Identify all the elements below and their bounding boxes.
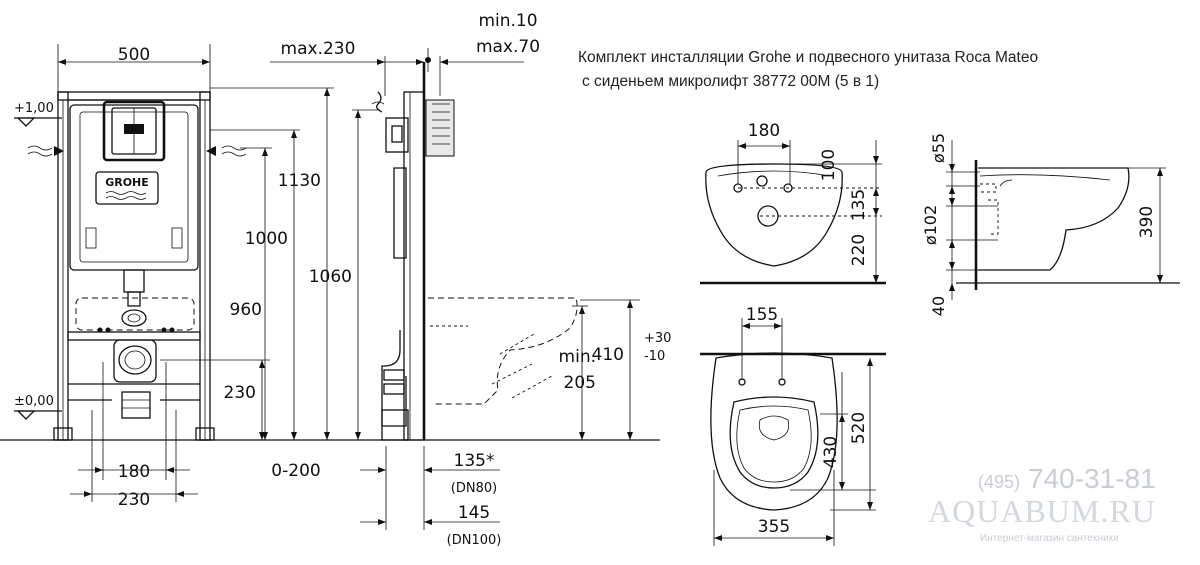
dim-410-tol-plus: +30	[644, 331, 671, 346]
grohe-logo-text: GROHE	[105, 176, 149, 189]
watermark-phone-code: (495)	[978, 472, 1020, 492]
side-drain-elbow	[381, 330, 407, 427]
dim-dn100: (DN100)	[447, 533, 502, 548]
dim-230-bottom: 230	[118, 490, 150, 510]
dim-135: 135*	[454, 451, 495, 471]
dim-180: 180	[118, 462, 150, 482]
flush-pipe	[123, 269, 145, 293]
dim-min-205: 205	[564, 373, 596, 393]
dim-0-200: 0-200	[271, 461, 320, 481]
level-marker-zero-icon	[16, 410, 36, 420]
dim-960: 960	[230, 300, 262, 320]
dim-top-155: 155	[746, 305, 778, 325]
bowl-top-opening	[729, 396, 819, 489]
side-frame	[403, 91, 425, 441]
mounting-bar	[67, 331, 201, 341]
installation-side-view: 1060 max.230 min.10 max.70 410 +30 -10 m…	[270, 11, 671, 548]
bowl-side-outline	[978, 167, 1130, 271]
dim-side-d102: ø102	[921, 205, 940, 245]
watermark-tagline: Интернет-магазин сантехники	[980, 533, 1119, 544]
caption-line-1: Комплект инсталляции Grohe и подвесного …	[578, 49, 1038, 66]
dim-side-d55: ø55	[929, 133, 948, 163]
caption-line-2: с сиденьем микролифт 38772 00M (5 в 1)	[582, 73, 879, 90]
watermark-site: AQUABUM.RU	[928, 493, 1156, 529]
dim-side-40: 40	[929, 296, 948, 316]
drain-connector	[113, 339, 157, 383]
water-inlet-left-icon	[27, 145, 53, 151]
dim-410: 410	[592, 345, 624, 365]
bowl-front-view: 180 100 135 220	[700, 121, 886, 285]
dim-min10: min.10	[478, 11, 537, 31]
side-cistern-valve	[385, 117, 409, 153]
dim-bowl-180: 180	[748, 121, 780, 141]
bowl-outline-dashed	[75, 297, 195, 331]
dim-width-500: 500	[118, 45, 150, 65]
level-marker-top-icon	[16, 117, 36, 127]
dim-410-tol-minus: -10	[644, 349, 665, 364]
drain-elbow	[121, 391, 151, 419]
dim-1130: 1130	[278, 171, 321, 191]
dim-bowl-220: 220	[849, 234, 869, 266]
dim-top-430: 430	[821, 436, 841, 468]
watermark: (495) 740-31-81 AQUABUM.RU Интернет-мага…	[928, 463, 1156, 544]
dim-1060: 1060	[309, 267, 352, 287]
dim-top-355: 355	[758, 517, 790, 537]
watermark-phone: 740-31-81	[1028, 463, 1156, 494]
dim-1000: 1000	[245, 229, 288, 249]
dim-145: 145	[458, 503, 490, 523]
installation-front-view: GROHE	[0, 44, 375, 510]
bowl-side-view: ø55 ø102 40 390	[921, 133, 1180, 316]
grohe-logo-badge	[95, 171, 159, 205]
dim-side-390: 390	[1137, 206, 1157, 238]
dim-top-520: 520	[849, 412, 869, 444]
dim-min-label: min.	[559, 347, 596, 367]
dim-bowl-100: 100	[819, 149, 839, 181]
level-top-label: +1,00	[14, 101, 54, 116]
dim-dn80: (DN80)	[451, 481, 497, 496]
dim-max230: max.230	[281, 39, 356, 59]
dim-max70: max.70	[476, 37, 540, 57]
level-zero-label: ±0,00	[14, 394, 54, 409]
dim-bowl-135: 135	[849, 189, 869, 221]
side-bowl-dashed	[428, 297, 578, 405]
flush-plate-opening	[102, 100, 166, 162]
water-inlet-right-icon	[221, 145, 247, 151]
dim-230-height: 230	[224, 383, 256, 403]
bowl-top-outline	[710, 352, 838, 511]
bowl-top-view: 155 430 520 355	[700, 305, 886, 546]
frame-top-bar	[57, 91, 211, 101]
